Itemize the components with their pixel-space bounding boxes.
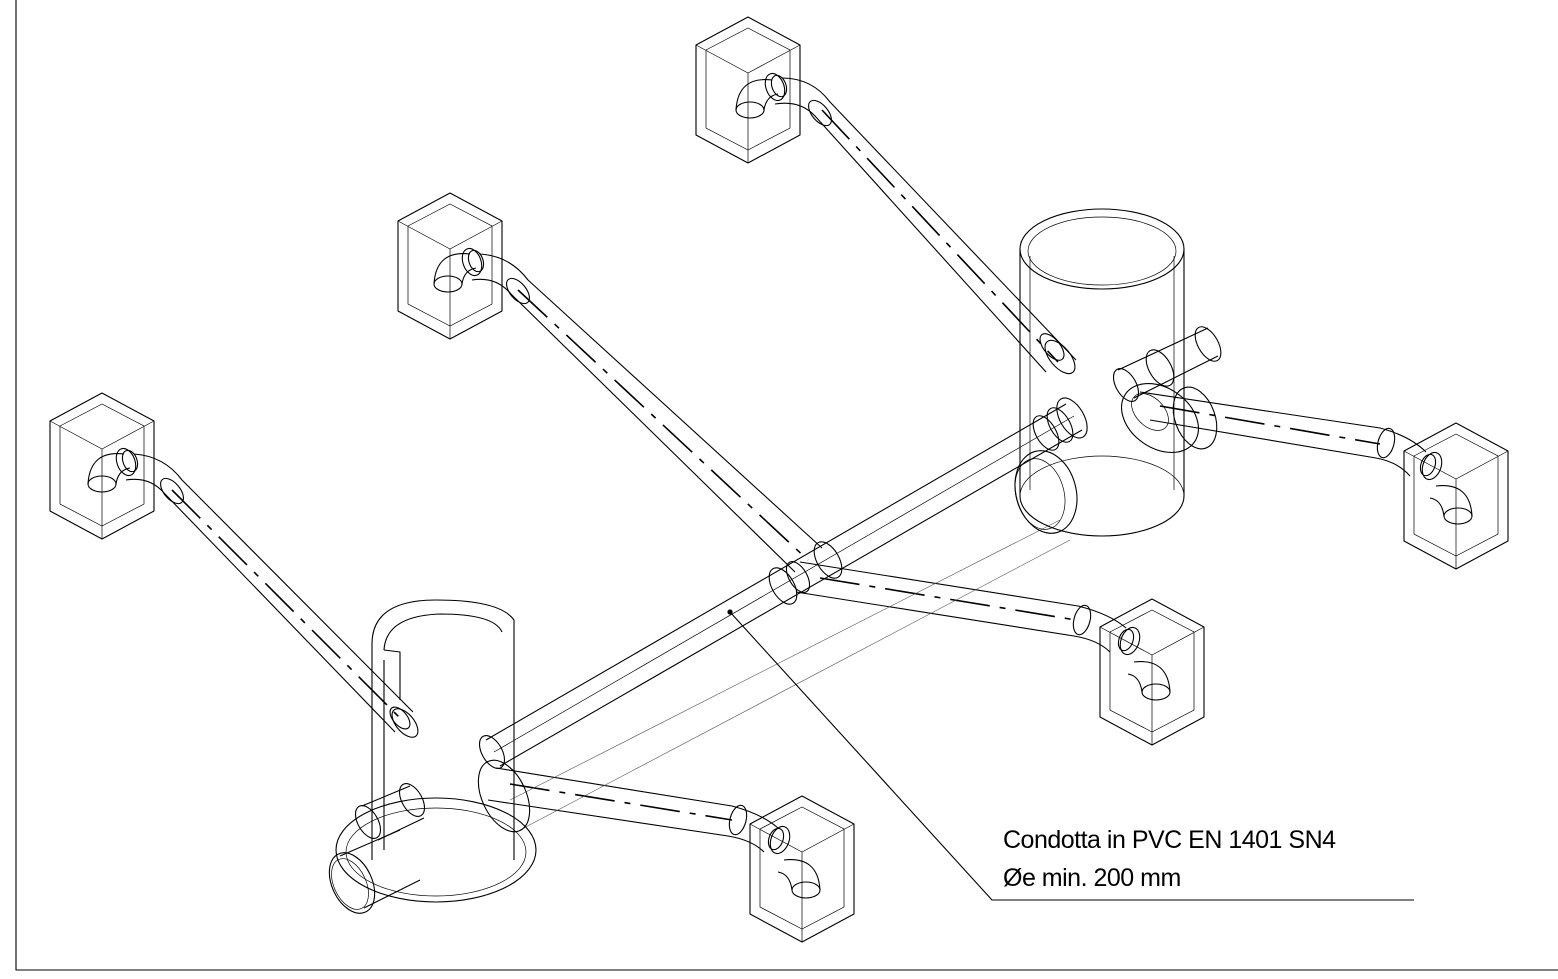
annotation-line-2: Øe min. 200 mm bbox=[1003, 864, 1181, 892]
main-pvc-pipe bbox=[478, 397, 1088, 831]
manhole-right bbox=[1014, 208, 1222, 537]
annotation-leader bbox=[727, 609, 1414, 901]
pit-box-top bbox=[695, 16, 801, 164]
annotation-line-1: Condotta in PVC EN 1401 SN4 bbox=[1003, 826, 1336, 854]
pit-box-mid-right bbox=[1099, 598, 1205, 746]
pipe-left-branch bbox=[125, 453, 419, 738]
pipe-bottom-branch bbox=[487, 767, 779, 853]
manhole-left bbox=[328, 599, 537, 914]
drawing-frame bbox=[15, 0, 1558, 971]
pit-box-bottom bbox=[749, 795, 855, 943]
pit-box-right bbox=[1403, 422, 1509, 570]
pipe-mid-right-branch bbox=[795, 561, 1127, 653]
pipe-right-branch bbox=[1139, 391, 1427, 477]
pit-box-left bbox=[49, 392, 155, 540]
pipe-upper-left-branch bbox=[471, 253, 823, 573]
pit-box-upper-left bbox=[397, 192, 503, 340]
pipe-top-branch bbox=[774, 77, 1077, 375]
